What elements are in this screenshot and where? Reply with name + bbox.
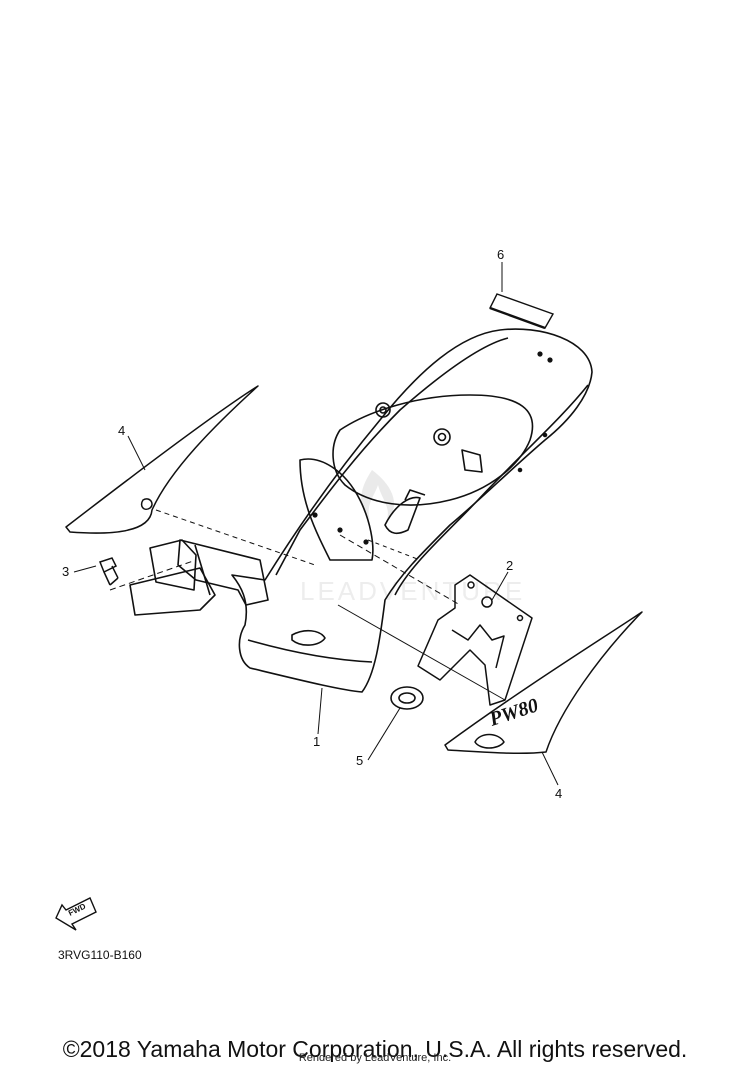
part-3-bolt xyxy=(99,557,119,586)
part-4-left-side-decal xyxy=(65,385,259,534)
part-6-label xyxy=(489,293,555,330)
rendered-by-credit: Rendered by LeadVenture, Inc. xyxy=(298,1052,452,1064)
callout-1: 1 xyxy=(313,734,321,749)
leader-lines xyxy=(73,262,559,786)
copyright-notice: ©2018 Yamaha Motor Corporation, U.S.A. A… xyxy=(62,1036,688,1062)
watermark-text: LEADVENTURE xyxy=(300,576,525,606)
decal-pw80-text: PW80 xyxy=(486,694,541,731)
callout-2: 2 xyxy=(506,558,514,573)
fwd-arrow-icon: FWD xyxy=(55,897,97,931)
watermark: LEADVENTURE xyxy=(300,470,525,606)
part-1-seat-fender xyxy=(129,328,593,693)
callout-4-right: 4 xyxy=(555,786,563,801)
part-5-grommet xyxy=(390,686,424,710)
watermark-flame-icon xyxy=(361,470,395,522)
callout-5: 5 xyxy=(356,753,364,768)
diagram-code: 3RVG110-B160 xyxy=(58,948,142,962)
callout-6: 6 xyxy=(497,247,505,262)
callout-4-left: 4 xyxy=(118,423,126,438)
callout-3: 3 xyxy=(62,564,70,579)
part-2-bracket xyxy=(417,574,533,706)
assembly-lines xyxy=(109,509,506,701)
